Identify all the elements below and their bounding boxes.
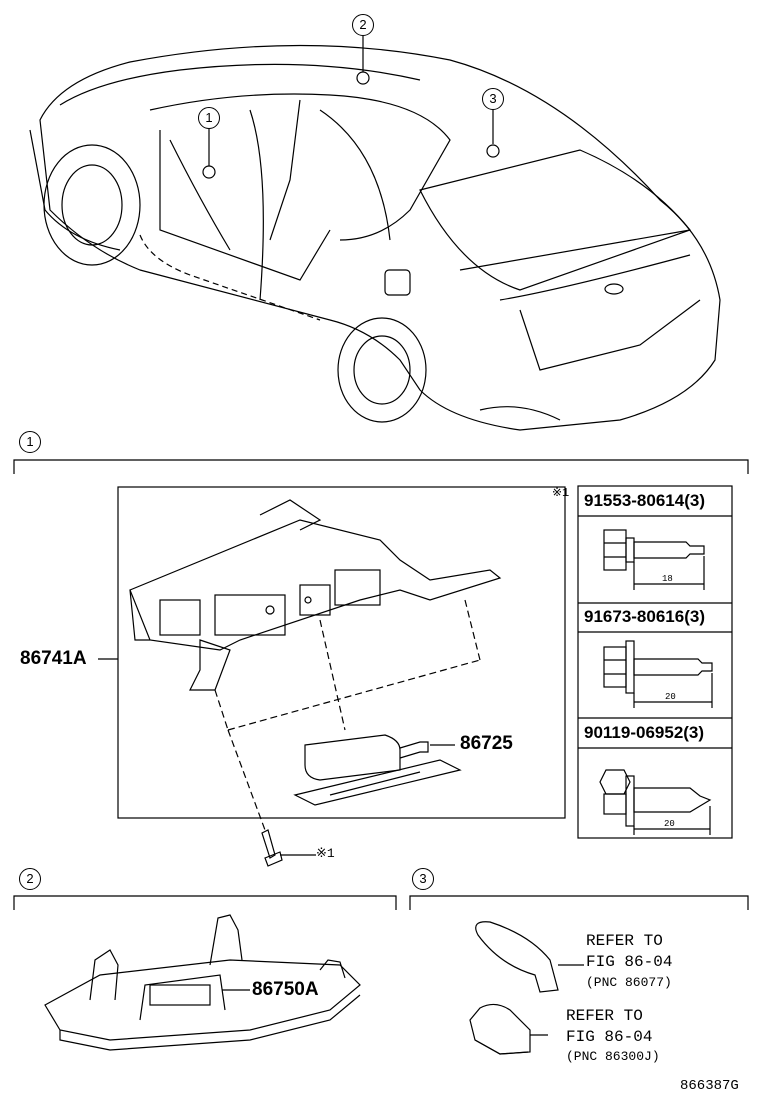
bolt-3-part: 90119-06952(3)	[584, 723, 705, 742]
bolt-3-drawing	[599, 769, 712, 835]
part-label-86741a: 86741A	[20, 648, 87, 669]
screw-drawing	[261, 829, 316, 867]
bolt-1-drawing	[603, 529, 705, 590]
screw-ref-mark: ※1	[316, 846, 335, 861]
bolt-1-part: 91553-80614(3)	[584, 491, 705, 510]
antenna-2-drawing	[469, 1003, 548, 1055]
bolt-2-length: 20	[665, 692, 676, 702]
module-86725-drawing	[293, 734, 462, 806]
callout-1: 1	[198, 107, 220, 129]
figure-id: 866387G	[680, 1078, 739, 1094]
part-label-86750a: 86750A	[252, 979, 319, 1000]
console-86750a-drawing	[44, 914, 361, 1051]
bolt-3-length: 20	[664, 819, 675, 829]
ref-1-line2: FIG 86-04	[586, 953, 673, 971]
bolt-2-drawing	[603, 640, 713, 708]
section-2-marker: 2	[19, 868, 41, 890]
section-1-marker: 1	[19, 431, 41, 453]
vehicle-illustration	[29, 44, 721, 431]
ref-2-line3: (PNC 86300J)	[566, 1049, 660, 1064]
ref-2-line2: FIG 86-04	[566, 1028, 653, 1046]
section-3-marker: 3	[412, 868, 434, 890]
bolt-2-part: 91673-80616(3)	[584, 607, 705, 626]
bracket-86741a-drawing	[129, 499, 502, 691]
ref-1-line1: REFER TO	[586, 932, 663, 950]
callout-2: 2	[352, 14, 374, 36]
bolt-table-mark: ※1	[552, 486, 570, 500]
ref-1-line3: (PNC 86077)	[586, 975, 672, 990]
antenna-1-drawing	[475, 921, 584, 993]
callout-3: 3	[482, 88, 504, 110]
ref-2-line1: REFER TO	[566, 1007, 643, 1025]
bolt-1-length: 18	[662, 574, 673, 584]
part-label-86725: 86725	[460, 733, 513, 754]
